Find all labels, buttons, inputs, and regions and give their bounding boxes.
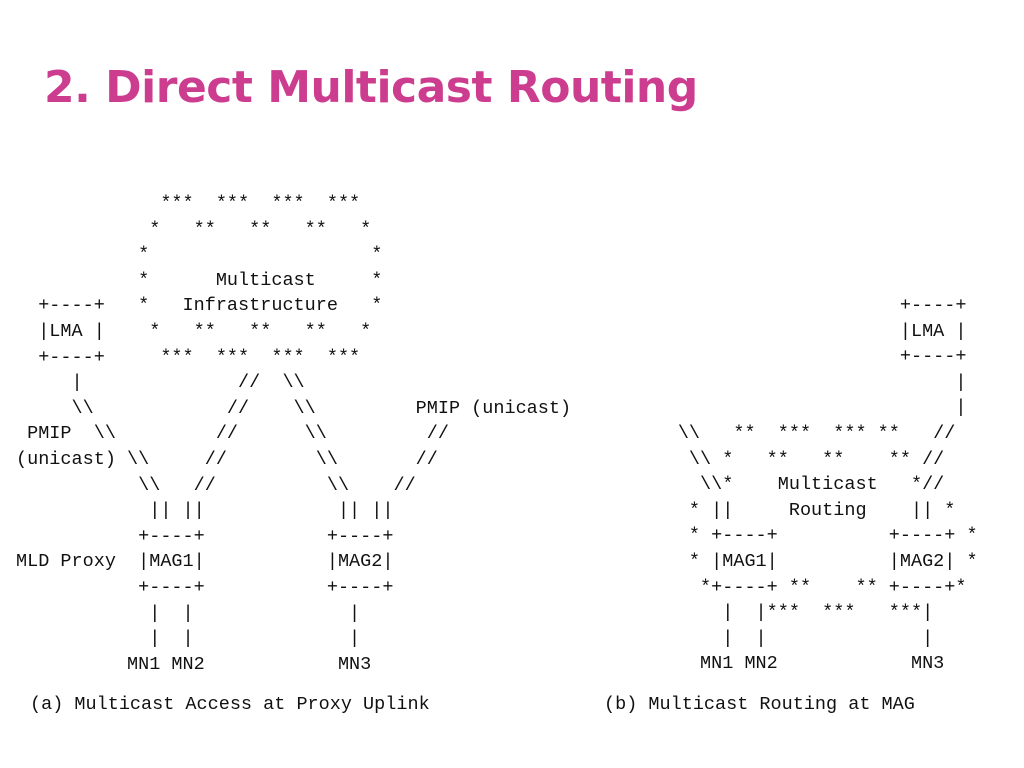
slide-title: 2. Direct Multicast Routing	[44, 62, 698, 113]
caption-proxy-uplink: (a) Multicast Access at Proxy Uplink	[30, 694, 430, 715]
diagram-routing-at-mag: +----+ |LMA | +----+ | |	[677, 295, 978, 675]
caption-routing-at-mag: (b) Multicast Routing at MAG	[604, 694, 915, 715]
diagram-proxy-uplink: *** *** *** *** * ** ** ** * * * * Multi…	[16, 193, 572, 675]
